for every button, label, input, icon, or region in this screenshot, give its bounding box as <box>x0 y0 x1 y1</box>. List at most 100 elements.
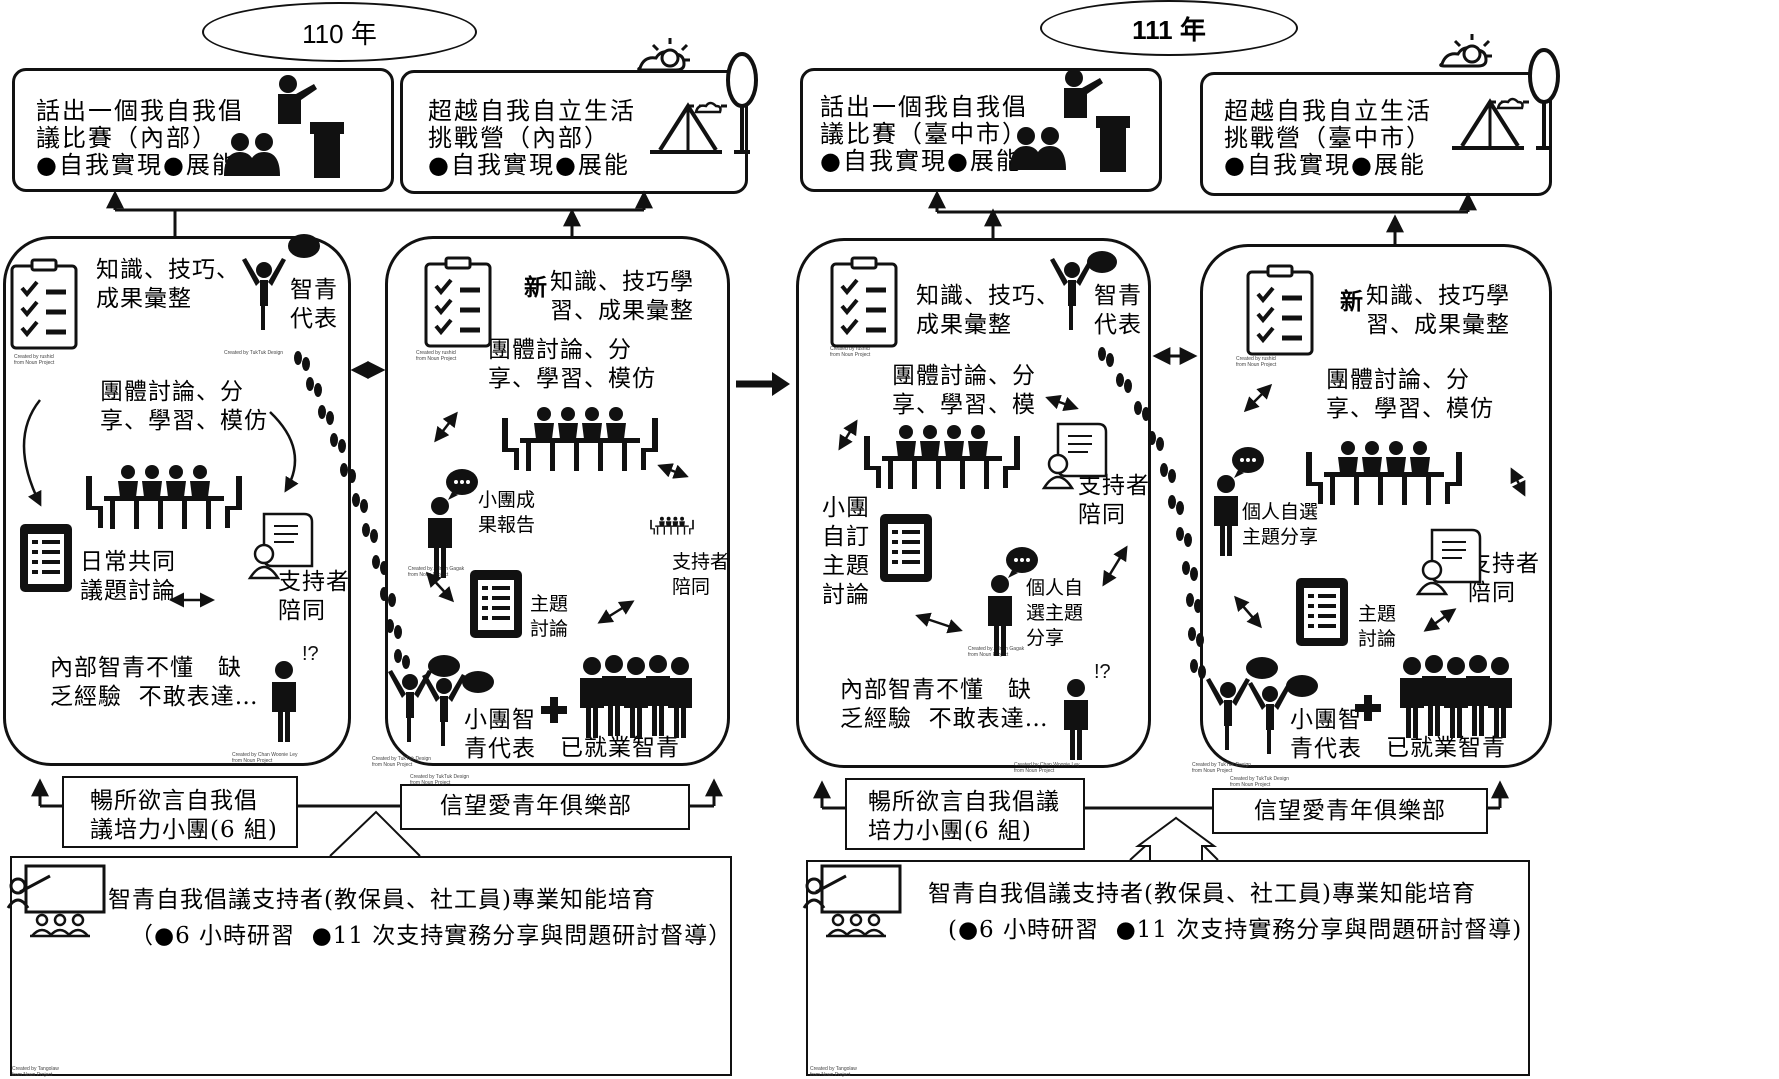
left-training-box <box>10 856 732 1076</box>
credit-note: Created by rushicl from Noun Project <box>1236 356 1277 368</box>
right-personal-a-text: 個人自 選主題 分享 <box>1026 577 1084 649</box>
credit-note: Created by TukTuk Design from Noun Proje… <box>1192 762 1252 774</box>
credit-note: Created by TukTuk Design from Noun Proje… <box>372 756 432 768</box>
right-group-a-box <box>845 778 1085 850</box>
right-training-sub: (●6 小時研習 ●11 次支持實務分享與問題研討督導) <box>948 917 1523 943</box>
teacher-board-icon <box>802 864 902 938</box>
footsteps-icon <box>1098 347 1206 679</box>
right-personal-b-text: 個人自選 主題分享 <box>1242 501 1319 548</box>
left-daily-text: 日常共同 議題討論 <box>80 549 176 604</box>
credit-note: Created by TukTuk Design from Noun Proje… <box>1230 776 1290 788</box>
crowd-icon <box>580 655 692 738</box>
left-small-rep-text: 小團智 青代表 <box>464 707 536 762</box>
cheering-person-icon <box>1050 251 1117 330</box>
left-supporter-a-text: 支持者 陪同 <box>278 569 350 624</box>
right-employed-text: 已就業智青 <box>1386 735 1506 761</box>
right-discussion-text: 團體討論、分 享、學習、模 <box>892 363 1036 418</box>
credit-note: Created by TukTuk Design <box>224 350 284 356</box>
checklist-icon <box>12 260 76 348</box>
right-supporter-a-text: 支持者 陪同 <box>1078 473 1150 528</box>
cheering-person-icon <box>388 655 494 746</box>
left-group-b-box <box>400 784 690 830</box>
credit-note: Created by Tangolaw from Noun Project <box>12 1066 59 1078</box>
right-group-b-text: 信望愛青年俱樂部 <box>1254 798 1446 824</box>
left-employed-text: 已就業智青 <box>560 735 680 761</box>
teacher-board-icon <box>6 864 106 938</box>
right-discussion-b-text: 團體討論、分 享、學習、模仿 <box>1326 367 1494 422</box>
meeting-table-icon <box>650 517 694 535</box>
confused-person-icon <box>1064 661 1111 760</box>
left-camp-box <box>400 70 748 194</box>
left-training-title: 智青自我倡議支持者(教保員、社工員)專業知能培育 <box>108 887 656 913</box>
left-knowledge-text: 知識、技巧、 成果彙整 <box>96 257 240 312</box>
document-icon <box>468 568 524 640</box>
scroll-supporter-icon <box>1042 422 1108 490</box>
scroll-supporter-icon <box>248 512 314 580</box>
credit-note: Created by Chan Woonie Ley from Noun Pro… <box>232 752 298 764</box>
right-training-title: 智青自我倡議支持者(教保員、社工員)專業知能培育 <box>928 881 1476 907</box>
right-training-box <box>806 860 1530 1076</box>
right-camp-box <box>1200 72 1552 196</box>
left-discussion-b-text: 團體討論、分 享、學習、模仿 <box>488 337 656 392</box>
year-110-label: 110 年 <box>202 2 477 62</box>
document-icon <box>878 512 934 584</box>
credit-note: Created by Adnan Gagak from Noun Project <box>968 646 1025 658</box>
credit-note: Created by TukTuk Design from Noun Proje… <box>410 774 470 786</box>
crowd-icon <box>1400 655 1512 738</box>
left-group-a-text: 暢所欲言自我倡 議培力小團(6 組) <box>90 788 278 843</box>
checklist-icon <box>426 258 490 346</box>
left-group-b-text: 信望愛青年俱樂部 <box>440 793 632 819</box>
scroll-supporter-icon <box>1416 528 1482 596</box>
credit-note: Created by Tangolaw from Noun Project <box>810 1066 857 1078</box>
credit-note: Created by Chan Woonie Ley from Noun Pro… <box>1014 762 1080 774</box>
left-problem-text: 內部智青不懂 缺 乏經驗 不敢表達… <box>50 655 259 710</box>
speaker-podium-icon <box>224 75 344 178</box>
camp-tent-icon <box>1438 32 1560 150</box>
right-new-mark: 新 <box>1340 288 1363 315</box>
right-rep-text: 智青 代表 <box>1094 283 1142 338</box>
left-topic-text: 主題 討論 <box>530 593 569 640</box>
right-topic-text: 主題 討論 <box>1358 603 1397 650</box>
footsteps-icon <box>294 351 410 669</box>
right-group-a-text: 暢所欲言自我倡議 培力小團(6 組) <box>868 789 1060 844</box>
right-camp-text: 超越自我自立生活 挑戰營（臺中市） ●自我實現●展能 <box>1224 97 1432 179</box>
right-group-b-box <box>1212 788 1488 834</box>
right-small-rep-text: 小團智 青代表 <box>1290 707 1362 762</box>
speech-person-icon <box>1214 447 1264 556</box>
year-111-label: 111 年 <box>1040 0 1298 56</box>
credit-note: Created by rushicl from Noun Project <box>416 350 457 362</box>
left-training-sub: （●6 小時研習 ●11 次支持實務分享與問題研討督導） <box>130 923 733 949</box>
document-icon <box>18 522 74 594</box>
right-problem-text: 內部智青不懂 缺 乏經驗 不敢表達… <box>840 677 1049 732</box>
speech-person-icon <box>428 469 478 578</box>
meeting-table-icon <box>502 407 658 471</box>
meeting-table-icon <box>864 425 1020 489</box>
speaker-podium-icon <box>1010 69 1130 172</box>
left-discussion-text: 團體討論、分 享、學習、模仿 <box>100 379 268 434</box>
left-new-mark: 新 <box>524 274 547 301</box>
left-camp-text: 超越自我自立生活 挑戰營（內部） ●自我實現●展能 <box>428 97 636 179</box>
left-supporter-b-text: 支持者 陪同 <box>672 551 730 598</box>
left-rep-text: 智青 代表 <box>290 277 338 332</box>
right-speech-contest-text: 話出一個我自我倡 議比賽（臺中市） ●自我實現●展能 <box>820 93 1028 175</box>
meeting-table-icon <box>1306 441 1462 505</box>
right-new-knowledge-text: 知識、技巧學 習、成果彙整 <box>1366 283 1510 338</box>
cheering-person-icon <box>1206 657 1318 754</box>
left-new-knowledge-text: 知識、技巧學 習、成果彙整 <box>550 269 694 324</box>
credit-note: Created by rushicl from Noun Project <box>830 346 871 358</box>
speech-person-icon <box>988 547 1038 656</box>
left-speech-contest-text: 話出一個我自我倡 議比賽（內部） ●自我實現●展能 <box>36 97 244 179</box>
plus-icon <box>541 697 567 723</box>
checklist-icon <box>1248 266 1312 354</box>
left-group-report-text: 小團成 果報告 <box>478 489 536 536</box>
credit-note: Created by rushicl from Noun Project <box>14 354 55 366</box>
plus-icon <box>1355 695 1381 721</box>
right-knowledge-text: 知識、技巧、 成果彙整 <box>916 283 1060 338</box>
document-icon <box>1294 576 1350 648</box>
camp-tent-icon <box>636 36 758 154</box>
confused-person-icon <box>272 643 319 742</box>
checklist-icon <box>832 258 896 346</box>
right-self-topic-text: 小團 自訂 主題 討論 <box>822 495 870 608</box>
meeting-table-icon <box>86 465 242 529</box>
